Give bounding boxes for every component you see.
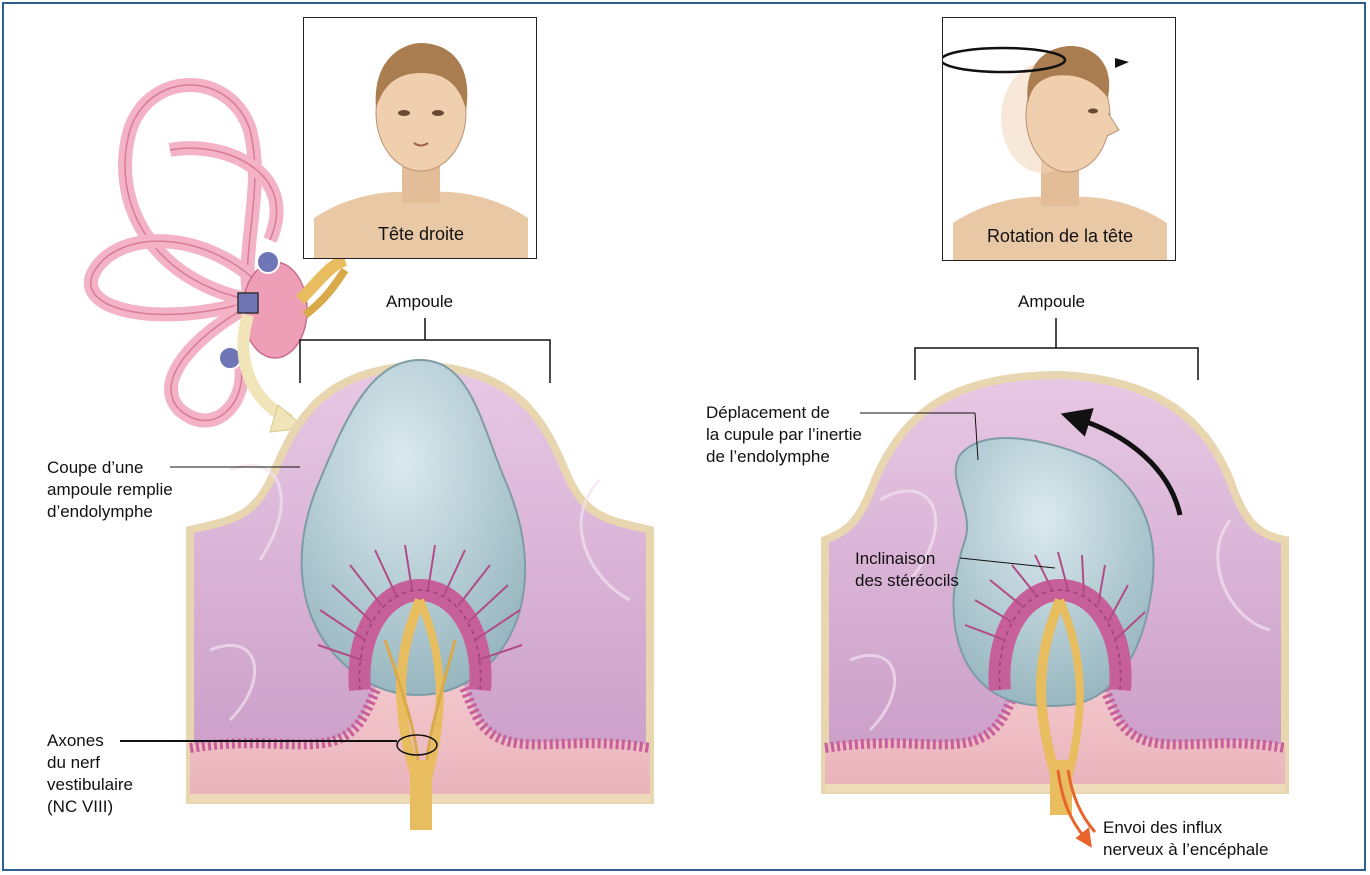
vestibular-nerve-axons-label: Axones du nerf vestibulaire (NC VIII) [47,730,133,818]
right-ampoule-bracket [915,318,1198,380]
ampulla-section-label: Coupe d’une ampoule remplie d’endolymphe [47,457,173,523]
left-ampoule-label: Ampoule [386,291,453,313]
head-upright-caption: Tête droite [304,224,537,245]
head-rotation-box: Rotation de la tête [942,17,1176,261]
head-upright-box: Tête droite [303,17,537,259]
human-head-front-icon [304,18,537,259]
stereocilia-bending-label: Inclinaison des stéréocils [855,548,959,592]
cupula-displacement-label: Déplacement de la cupule par l’inertie d… [706,402,862,468]
human-head-rotating-icon [943,18,1176,261]
nerve-impulses-label: Envoi des influx nerveux à l’encéphale [1103,817,1268,861]
right-ampoule-label: Ampoule [1018,291,1085,313]
head-rotation-caption: Rotation de la tête [943,226,1176,247]
